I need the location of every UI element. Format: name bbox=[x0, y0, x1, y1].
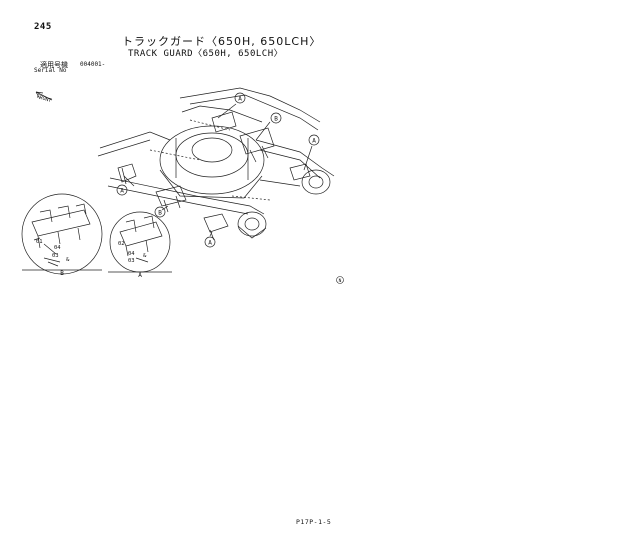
callout-a-label-2: A bbox=[312, 138, 316, 145]
detail-a-part-04: 04 bbox=[128, 251, 135, 257]
view-a-label: A bbox=[138, 272, 142, 279]
callout-a-circle-1 bbox=[234, 92, 246, 104]
detail-b-part-03: 03 bbox=[52, 253, 59, 259]
detail-b-and: & bbox=[66, 257, 70, 263]
serial-label-japanese: 適用号機 bbox=[40, 61, 68, 69]
detail-a-part-03: 03 bbox=[128, 258, 135, 264]
callout-a-circle-3 bbox=[116, 184, 128, 196]
stamp-label: N bbox=[339, 278, 342, 284]
title-japanese: トラックガード〈650H, 650LCH〉 bbox=[122, 35, 322, 48]
page-number: 245 bbox=[34, 22, 52, 32]
detail-a-and: & bbox=[143, 253, 147, 259]
callout-b-label-1: B bbox=[274, 116, 278, 123]
detail-view-b bbox=[21, 193, 103, 275]
serial-value: 004001- bbox=[80, 61, 106, 68]
view-b-label: B bbox=[60, 270, 64, 277]
front-arrow-icon bbox=[35, 91, 53, 101]
detail-a-part-02: 02 bbox=[118, 241, 125, 247]
footer-code: P17P-1-5 bbox=[296, 518, 332, 526]
callout-b-circle-2 bbox=[154, 206, 166, 218]
serial-label-english: Serial No bbox=[34, 67, 67, 74]
callout-b-circle bbox=[270, 112, 282, 124]
detail-b-part-04: 04 bbox=[54, 245, 61, 251]
callout-a-label-4: A bbox=[208, 240, 212, 247]
callout-a-label-3: A bbox=[120, 188, 124, 195]
front-label: FRONT bbox=[36, 94, 52, 104]
undercarriage-drawing bbox=[97, 87, 335, 241]
callout-a-label-1: A bbox=[238, 96, 242, 103]
title-english: TRACK GUARD〈650H, 650LCH〉 bbox=[128, 49, 284, 59]
stamp-icon: N bbox=[336, 276, 344, 284]
callout-a-circle-4 bbox=[204, 236, 216, 248]
detail-b-part-01: 01 bbox=[36, 239, 43, 245]
callout-b-label-2: B bbox=[158, 210, 162, 217]
callout-a-circle-2 bbox=[308, 134, 320, 146]
detail-view-a bbox=[108, 211, 172, 273]
